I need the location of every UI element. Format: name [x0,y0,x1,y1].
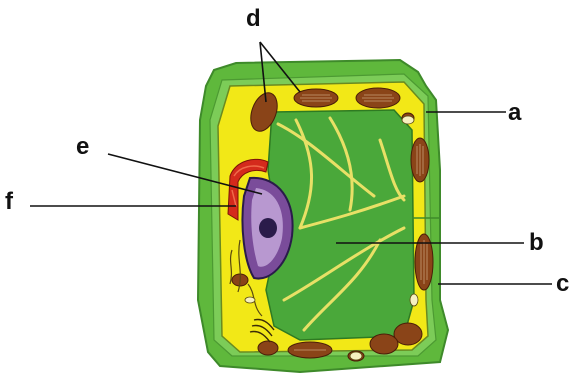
nucleolus [259,218,277,238]
mitochondrion [402,116,414,124]
mitochondrion [245,297,255,303]
chloroplast [370,334,398,354]
chloroplast [394,323,422,345]
chloroplast [258,341,278,355]
label-d: d [246,7,261,31]
label-a: a [508,101,521,125]
mitochondrion [350,352,362,360]
label-b: b [529,231,544,255]
mitochondrion [410,294,418,306]
label-e: e [76,135,89,159]
label-f: f [5,190,13,214]
label-c: c [556,272,569,296]
